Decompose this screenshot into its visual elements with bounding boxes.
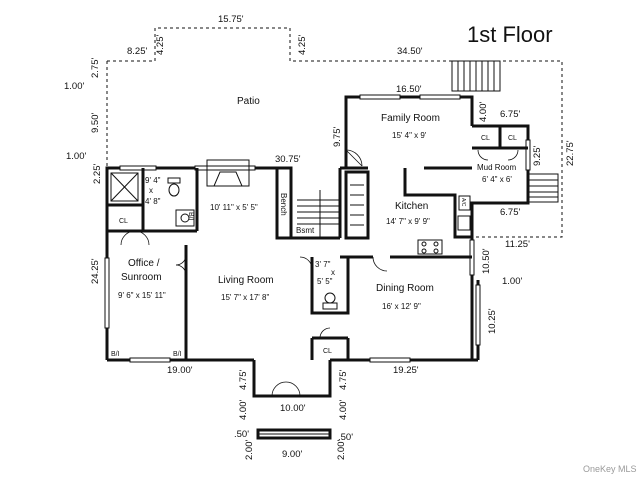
doors [120,149,519,397]
dim-2-25: 2.25' [92,164,103,184]
windows [104,94,531,363]
dim-8-25: 8.25' [127,46,147,57]
closet-label-mud-1: CL [481,135,490,142]
exterior-walls [105,95,530,398]
dim-2-75: 2.75' [90,58,101,78]
dim-19-00: 19.00' [167,365,193,376]
staircase [297,184,364,238]
dim-9-50: 9.50' [90,113,101,133]
bath-x: x [149,186,153,195]
bath-width: 9' 4" [145,176,161,185]
builtin-label-1: B/I [187,212,194,221]
dim-4-75-left: 4.75' [238,370,249,390]
front-stoop [256,428,332,440]
bench-label: Bench [279,193,288,216]
office-label-line1: Office / [128,258,160,269]
dim-11-25: 11.25' [505,239,530,250]
interior-walls [107,126,528,360]
dim-10-25: 10.25' [487,308,498,334]
dim-1-00-top: 1.00' [64,81,84,92]
dim-4-00-right: 4.00' [338,400,349,420]
powder-height: 5' 5" [317,277,333,286]
dim-16-50: 16.50' [396,84,422,95]
hall-size: 10' 11" x 5' 5" [210,203,258,212]
dim-9-25: 9.25' [532,146,543,166]
bsmt-label: Bsmt [296,226,315,235]
patio-steps [451,60,501,92]
watermark: OneKey MLS [583,464,637,474]
dim-4-00-mud: 4.00' [478,102,489,122]
mud-room-label: Mud Room [477,163,516,172]
ac-label: A/C [460,198,466,207]
kitchen-size: 14' 7" x 9' 9" [386,217,430,226]
kitchen-label: Kitchen [395,201,428,212]
living-room-size: 15' 7" x 17' 8" [221,293,269,302]
living-room-label: Living Room [218,275,274,286]
bath-height: 4' 8" [145,197,161,206]
office-label-line2: Sunroom [121,272,162,283]
patio-label: Patio [237,96,260,107]
dining-room-label: Dining Room [376,283,434,294]
dim-15-75: 15.75' [218,14,244,25]
dim-4-00-left: 4.00' [238,400,249,420]
builtin-label-2: B/I [111,351,120,358]
dim-1-00-mid: 1.00' [66,151,86,162]
dim-0-50-right: .50' [338,432,353,443]
dim-10-00: 10.00' [280,403,306,414]
dim-19-25: 19.25' [393,365,419,376]
mudroom-steps [527,173,559,203]
dim-6-75-bottom: 6.75' [500,207,520,218]
powder-x: x [331,268,335,277]
dim-6-75-top: 6.75' [500,109,520,120]
family-room-label: Family Room [381,113,440,124]
dim-4-25-right: 4.25' [297,35,308,55]
dim-10-50: 10.50' [481,248,492,274]
dim-4-75-right: 4.75' [338,370,349,390]
dim-24-25: 24.25' [90,258,101,284]
patio-outline [106,27,563,238]
family-room-size: 15' 4" x 9' [392,131,427,140]
dim-1-00-right: 1.00' [502,276,522,287]
fixtures [110,172,471,310]
fireplace [206,159,250,187]
dim-30-75: 30.75' [275,154,301,165]
dim-2-00-left: 2.00' [244,440,255,460]
dim-22-75: 22.75' [565,140,576,166]
closet-label-front: CL [323,348,332,355]
mud-room-size: 6' 4" x 6' [482,175,512,184]
closet-label-bath: CL [119,218,128,225]
office-size: 9' 6" x 15' 11" [118,291,166,300]
builtin-label-3: B/I [173,351,182,358]
dim-9-00: 9.00' [282,449,302,460]
dim-9-75: 9.75' [332,127,343,147]
dining-room-size: 16' x 12' 9" [382,302,421,311]
dim-4-25-left: 4.25' [155,35,166,55]
powder-width: 3' 7" [315,260,331,269]
dim-34-50: 34.50' [397,46,423,57]
plan-title: 1st Floor [467,22,553,47]
dim-0-50-left: .50' [234,429,249,440]
dim-2-00-right: 2.00' [336,440,347,460]
closet-label-mud-2: CL [508,135,517,142]
